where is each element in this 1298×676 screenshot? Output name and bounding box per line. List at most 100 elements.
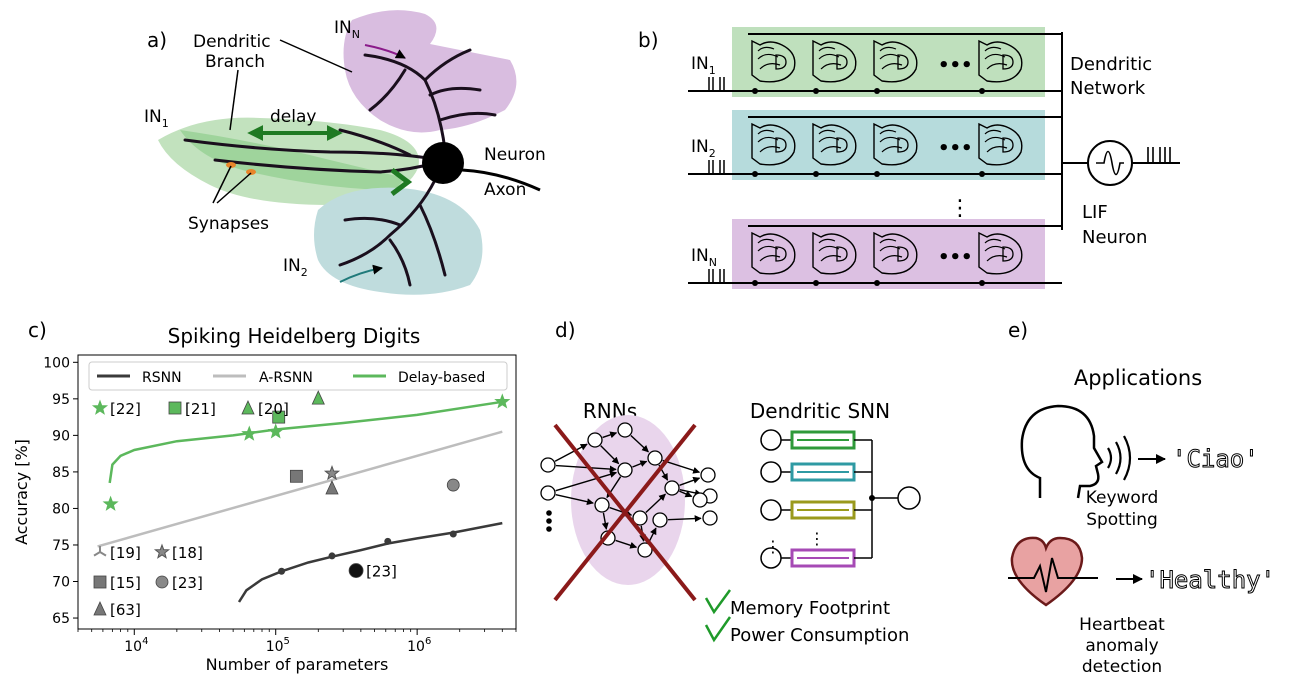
synapse-node [813, 171, 819, 177]
synapse-node [874, 171, 880, 177]
rnn-node [700, 467, 716, 483]
rnn-node [617, 462, 633, 478]
branch-pointer [229, 69, 239, 131]
synapse-dot [246, 169, 256, 175]
x-tick-label: 106 [407, 636, 431, 655]
row-background [732, 27, 1045, 97]
rnn-node [594, 497, 610, 513]
heartbeat-line2: anomaly [1085, 636, 1158, 656]
ecg-line-icon [1008, 557, 1098, 593]
y-tick-label: 90 [52, 428, 70, 444]
rnn-edge [554, 443, 588, 462]
dendritic-row: IN2••• [688, 110, 1062, 180]
reference-label: [18] [172, 544, 203, 562]
applications-title: Applications [1074, 366, 1202, 390]
reference-label: [19] [110, 544, 141, 562]
y-axis-label: Accuracy [%] [12, 439, 31, 545]
dendritic-branch-line2: Branch [205, 52, 265, 72]
row-ellipsis: ••• [938, 247, 973, 268]
data-point [494, 393, 511, 409]
synapse-node [874, 88, 880, 94]
rnn-edge [555, 464, 617, 473]
row-input-label: IN2 [691, 137, 716, 160]
panel-e-label: e) [1008, 318, 1028, 342]
data-point [289, 469, 303, 483]
data-point [272, 410, 286, 424]
y-tick-label: 85 [52, 465, 70, 481]
rnn-edge [601, 512, 609, 530]
pink-arrow [364, 44, 406, 59]
reference-label: [15] [110, 574, 141, 592]
dendrite-tree [183, 48, 497, 287]
reference-label: [23] [172, 574, 203, 592]
rnn-edge [630, 434, 649, 453]
synapse-node [752, 171, 758, 177]
snn-input-node [760, 429, 782, 451]
teal-arrow [339, 264, 383, 283]
data-point [278, 567, 286, 575]
rnn-node-ellipsis [546, 510, 552, 516]
series-line-a-rsnn [97, 430, 503, 548]
reference-label: [21] [185, 400, 216, 418]
lif-neuron-circle [1087, 140, 1133, 186]
panel-e: e) Applications 'Ciao' Keyword Spotting … [1008, 318, 1276, 676]
data-point [384, 537, 392, 545]
panel-a: a) [144, 10, 546, 295]
chart-title: Spiking Heidelberg Digits [168, 324, 421, 348]
series-line-delay-based [108, 400, 503, 484]
panel-c-label: c) [28, 318, 47, 342]
y-tick-label: 70 [52, 575, 70, 591]
neuron-label: Neuron [484, 145, 546, 165]
rnn-edge [667, 515, 702, 523]
reference-label: [20] [258, 400, 289, 418]
rnn-node [540, 457, 556, 473]
reference-marker [241, 400, 255, 415]
reference-label: [63] [110, 601, 141, 619]
in-2-label: IN2 [283, 256, 308, 279]
legend-box [88, 361, 508, 391]
axon-line [461, 168, 541, 192]
lif-waveform [1096, 150, 1124, 176]
ciao-output: 'Ciao' [1172, 445, 1259, 473]
branch-pointer [279, 39, 353, 73]
in-n-label: INN [334, 18, 360, 41]
panel-b-label: b) [638, 28, 659, 52]
reference-label: [22] [110, 400, 141, 418]
x-tick-label: 105 [266, 636, 290, 655]
check-icon [704, 589, 732, 615]
rnn-node [587, 432, 603, 448]
synapses-label: Synapses [188, 214, 269, 234]
legend-arsnn: A-RSNN [259, 370, 313, 386]
point-annotation: [23] [366, 563, 397, 581]
neuron-soma [422, 142, 464, 184]
snn-output-node [897, 486, 921, 510]
snn-input-node [760, 499, 782, 521]
row-background [732, 219, 1045, 289]
data-point [267, 423, 284, 439]
reference-marker [91, 399, 109, 415]
rnn-node [617, 422, 633, 438]
rnn-node [652, 512, 668, 528]
memory-footprint: Memory Footprint [730, 598, 890, 619]
rnn-edge [679, 490, 693, 498]
y-tick-label: 100 [43, 355, 70, 371]
rnn-node [632, 510, 648, 526]
heart-icon [1010, 536, 1084, 607]
rnn-node [540, 485, 556, 501]
dendritic-row: INN ••• [688, 219, 1062, 289]
row-background [732, 110, 1045, 180]
rnn-node [702, 510, 718, 526]
y-tick-label: 65 [52, 611, 70, 627]
legend-delay: Delay-based [398, 370, 485, 386]
data-point [348, 563, 364, 578]
panel-d: d) RNNs Dendritic SNN ⋮ ⋮ Memory Footpri… [540, 318, 921, 646]
in-1-label: IN1 [144, 107, 169, 130]
dendritic-network-line2: Network [1070, 78, 1146, 99]
row-input-label: INN [691, 246, 717, 269]
data-point [325, 480, 339, 495]
synapse-node [752, 88, 758, 94]
rnn-node-ellipsis [546, 526, 552, 532]
rnn-edge [615, 539, 638, 549]
reference-marker [153, 543, 171, 559]
